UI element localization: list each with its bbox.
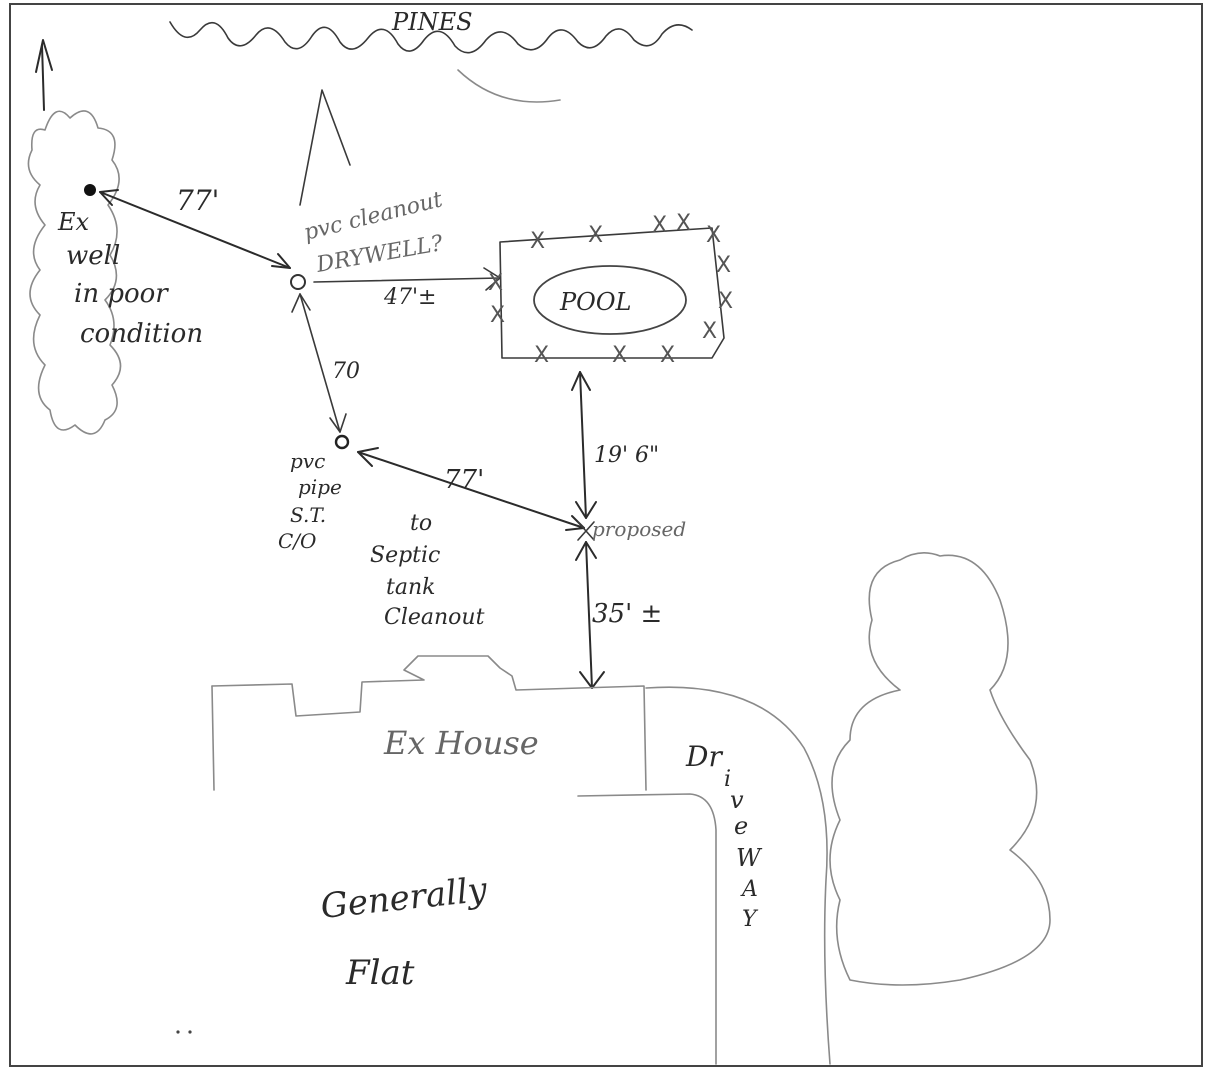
fence-x: X [534,343,549,368]
well-label-well: well [66,241,120,271]
dist-cleanout-pipe: 70 [332,359,360,384]
line-cleanout-pipe [299,293,341,433]
pipe-label-st: S.T. [290,503,326,527]
north-arrow-icon [35,39,53,111]
terrain-label-flat: Flat [345,953,415,993]
proposed-point-icon [577,521,595,541]
well-label-condition: condition [80,319,203,349]
tree-outline [829,552,1051,986]
svg-text:e: e [734,812,748,840]
pines-label: PINES [391,8,473,36]
well-point-icon [84,184,96,196]
well-cloud [27,110,122,435]
fence-x: X [660,343,675,368]
well-label-ex: Ex [57,208,90,236]
terrain-label-generally: Generally [319,870,490,927]
stray-dot [188,1030,192,1034]
cleanout-hook [299,89,351,206]
dist-pipe-proposed: 77' [444,465,484,495]
line-proposed-house [585,541,593,689]
fence-x: X [490,303,505,328]
pool-outline [533,265,687,335]
svg-text:i: i [724,767,731,792]
svg-text:v: v [730,786,744,814]
proposed-label: proposed [592,517,686,541]
house-label: Ex House [383,724,539,762]
dist-cleanout-pool: 47'± [383,285,436,310]
pines-treeline [169,21,693,54]
septic-label-to: to [410,511,432,536]
pool-fence-marks: X X X X X X X X X X X X X [488,211,733,368]
pipe-label-co: C/O [278,529,316,553]
cleanout-point-icon [290,274,306,290]
pines-curve [457,69,561,103]
fence-x: X [676,211,691,236]
driveway-label: Dr i v e W A Y [685,740,763,932]
septic-label-septic: Septic [370,543,440,568]
line-pool-proposed [579,371,587,519]
septic-label-cleanout: Cleanout [384,605,485,630]
fence-x: X [718,289,733,314]
pipe-label-pvc: pvc [290,449,325,473]
line-pipe-proposed [357,451,585,529]
page-frame [9,3,1203,1067]
svg-text:Dr: Dr [685,740,723,773]
pipe-label-pipe: pipe [298,475,342,499]
dist-pool-proposed: 19' 6" [594,443,659,468]
house-wall-left [211,685,215,791]
pool-enclosure [499,227,725,359]
driveway-outer [645,686,831,1065]
svg-text:Y: Y [742,907,759,932]
svg-text:W: W [736,844,763,872]
fence-x: X [716,253,731,278]
line-well-cleanout [99,191,291,269]
fence-x: X [612,343,627,368]
stray-dot [176,1030,180,1034]
fence-x: X [652,213,667,238]
fence-x: X [702,319,717,344]
fence-x: X [588,223,603,248]
driveway-inner [577,793,717,1065]
pool-label: POOL [559,288,631,316]
dist-well-cleanout: 77' [176,184,219,217]
pipe-point-icon [334,434,350,450]
well-label-in-poor: in poor [74,279,169,309]
fence-x: X [706,223,721,248]
septic-label-tank: tank [386,575,435,600]
fence-x: X [530,229,545,254]
house-outline [211,655,647,791]
fence-x: X [488,271,503,296]
line-cleanout-pool [313,277,501,283]
svg-text:A: A [740,877,758,902]
dist-proposed-house: 35' ± [592,599,662,629]
